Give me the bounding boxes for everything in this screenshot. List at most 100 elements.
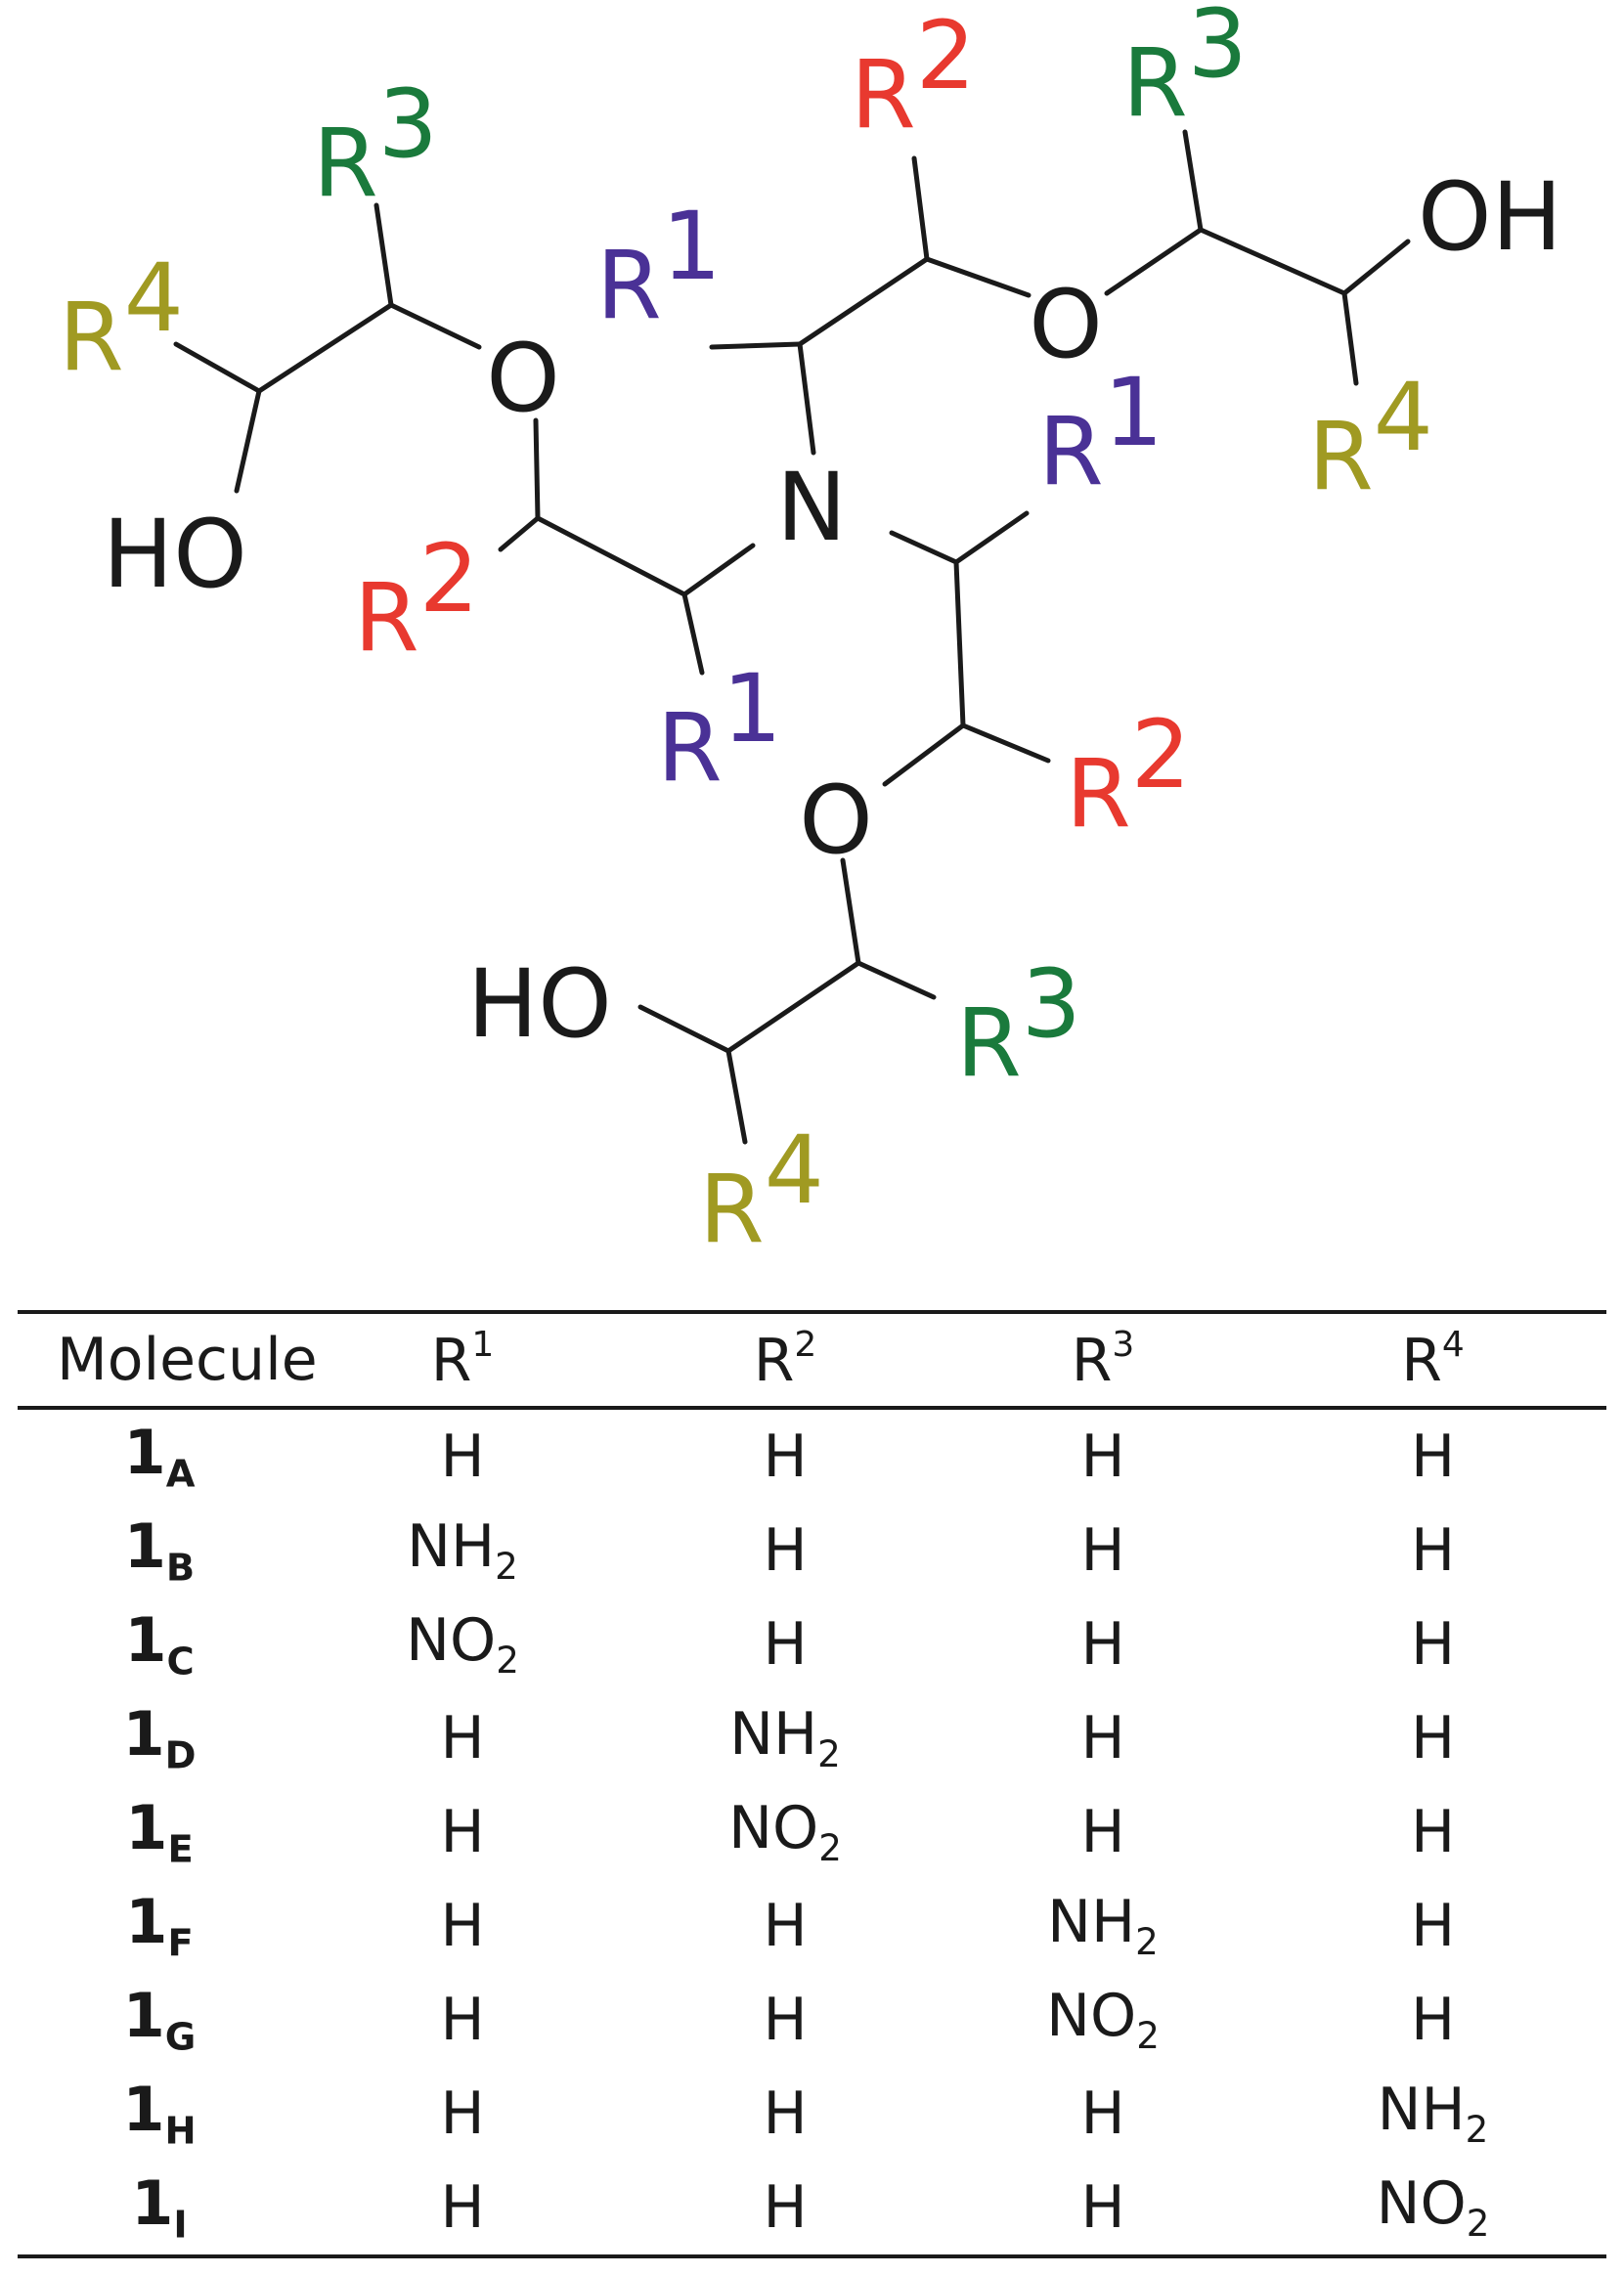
substituent-formula: H (440, 1798, 485, 1866)
molecule-subscript: I (173, 2203, 188, 2248)
bond (725, 960, 861, 1054)
substituent-cell-r3: H (946, 1408, 1259, 1504)
substituent-cell-r3: NH2 (946, 1879, 1259, 1973)
hydroxyl-label: HO (467, 949, 612, 1059)
substituent-formula: H (1080, 1422, 1125, 1491)
formula-subscript: 2 (1465, 2108, 1489, 2152)
substituent-formula: H (1410, 1798, 1456, 1866)
bond (889, 530, 959, 565)
substituent-cell-r1: H (301, 1879, 624, 1973)
substituent-cell-r3: H (946, 1504, 1259, 1597)
substituent-cell-r1: H (301, 2067, 624, 2161)
molecule-number: 1 (123, 1417, 166, 1489)
substituent-cell-r3: NO2 (946, 1973, 1259, 2067)
hydroxyl-label: HO (103, 500, 247, 609)
substituent-formula: H (1080, 1516, 1125, 1585)
substituent-formula: H (1080, 1610, 1125, 1679)
substituent-cell-r1: H (301, 2161, 624, 2256)
bond (797, 256, 930, 347)
bond (234, 388, 262, 494)
bond (533, 417, 541, 521)
r1-label: R1 (657, 654, 782, 803)
substituent-cell-r1: H (301, 1973, 624, 2067)
molecule-number: 1 (122, 2074, 165, 2146)
r1-label: R1 (1038, 358, 1163, 506)
substituent-formula: H (440, 2079, 485, 2148)
molecule-id-cell: 1A (18, 1408, 301, 1504)
column-header-r2: R2 (753, 1324, 817, 1396)
formula-subscript: 2 (1466, 2202, 1490, 2246)
bond (681, 591, 705, 676)
substituent-cell-r4: H (1259, 1408, 1606, 1504)
bond (924, 256, 1031, 298)
substituent-formula: H (763, 1516, 808, 1585)
column-header-r4: R4 (1401, 1324, 1465, 1396)
substituent-cell-r3: H (946, 1691, 1259, 1785)
substituent-cell-r2: H (624, 2161, 946, 2256)
column-header-molecule: Molecule (57, 1326, 318, 1394)
substituent-formula: H (763, 1892, 808, 1960)
formula-subscript: 2 (496, 1639, 519, 1683)
molecule-number: 1 (122, 1698, 165, 1771)
molecular-structure: N O O O OH HO HO R1 R1 R1 R2 R2 R2 R3 R3… (59, 0, 1562, 1264)
molecule-subscript: D (164, 1733, 197, 1778)
substituent-formula: H (1410, 1704, 1456, 1772)
bond (1104, 227, 1204, 296)
substituent-cell-r2: NH2 (624, 1691, 946, 1785)
r1-label: R1 (596, 192, 722, 340)
r4-label: R4 (59, 243, 184, 392)
r2-label: R2 (1066, 700, 1191, 849)
r4-label: R4 (699, 1116, 824, 1264)
r3-label: R3 (1122, 0, 1248, 138)
molecule-number: 1 (125, 1792, 168, 1864)
bond (535, 515, 687, 597)
substituent-formula: NH (1377, 2076, 1466, 2145)
molecule-subscript: G (164, 2015, 197, 2060)
molecule-id-cell: 1G (18, 1973, 301, 2067)
molecule-number: 1 (123, 1510, 166, 1583)
substituent-cell-r1: NH2 (301, 1504, 624, 1597)
molecule-subscript: C (166, 1640, 195, 1684)
substituent-formula: NO (728, 1794, 819, 1863)
formula-subscript: 2 (1136, 2014, 1160, 2058)
substituent-formula: NO (1046, 1982, 1137, 2051)
oxygen-label: O (799, 766, 873, 875)
r3-groups: R3 R3 R3 (313, 0, 1248, 1098)
substituent-cell-r2: NO2 (624, 1785, 946, 1879)
substituent-formula: H (1080, 1704, 1125, 1772)
substituent-cell-r2: H (624, 1597, 946, 1691)
r3-label: R3 (956, 949, 1081, 1098)
molecule-id-cell: 1H (18, 2067, 301, 2161)
bond (960, 722, 1051, 764)
substituent-formula: NO (406, 1606, 497, 1676)
substituent-formula: H (763, 1610, 808, 1679)
molecule-id-cell: 1B (18, 1504, 301, 1597)
r2-label: R2 (354, 524, 479, 673)
substituent-cell-r3: H (946, 1785, 1259, 1879)
substituent-cell-r2: H (624, 1973, 946, 2067)
bonds (173, 129, 1411, 1145)
molecule-number: 1 (122, 1980, 165, 2052)
substituent-cell-r2: H (624, 1504, 946, 1597)
r3-label: R3 (313, 69, 438, 218)
bond (388, 302, 482, 350)
substituent-formula: NH (1047, 1888, 1136, 1957)
molecule-id-cell: 1D (18, 1691, 301, 1785)
substituent-cell-r1: H (301, 1691, 624, 1785)
substituent-formula: H (1080, 1798, 1125, 1866)
r4-groups: R4 R4 R4 (59, 243, 1433, 1264)
substituent-formula: NH (407, 1512, 496, 1582)
bond (856, 960, 937, 1000)
r2-groups: R2 R2 R2 (354, 1, 1191, 849)
atom-labels: N O O O OH HO HO (103, 162, 1562, 1059)
bond (797, 341, 816, 456)
molecule-subscript: A (165, 1452, 196, 1497)
bond (256, 302, 394, 394)
bond (1341, 239, 1411, 296)
